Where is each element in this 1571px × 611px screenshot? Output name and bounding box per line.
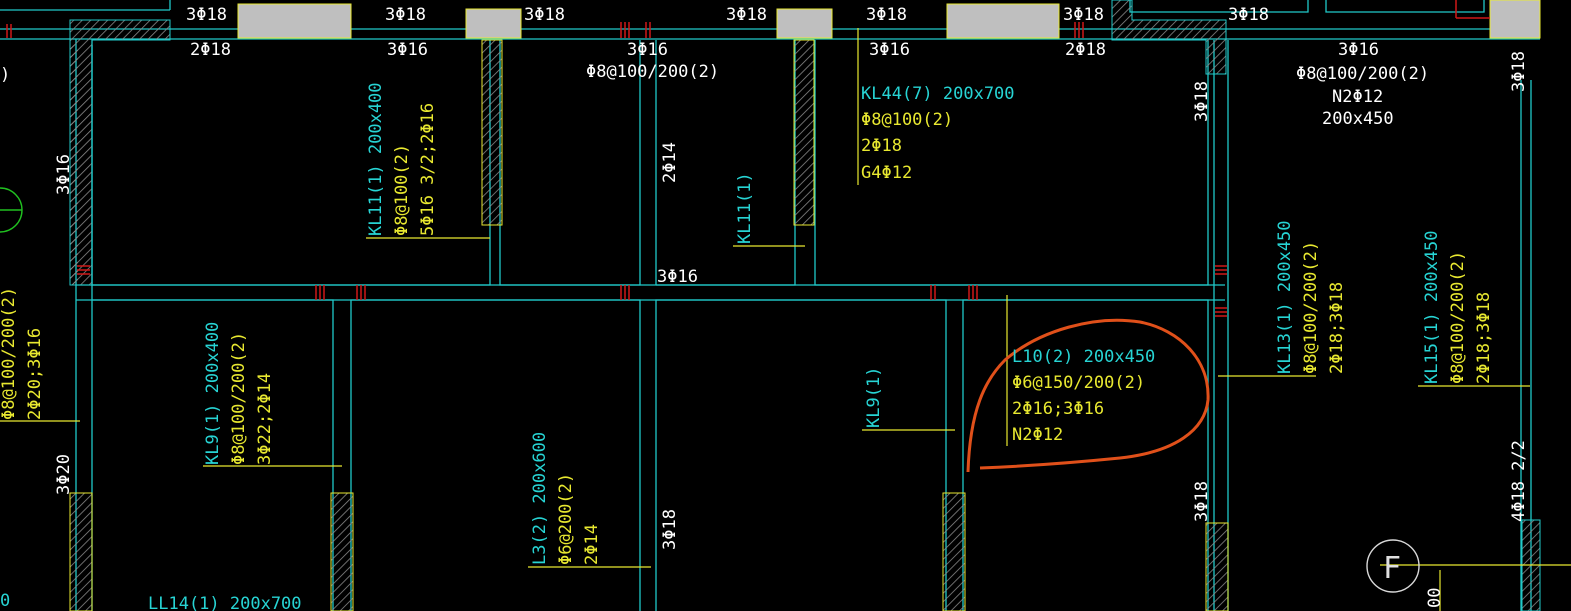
kl15-rebar: 2Φ18;3Φ18 xyxy=(1474,292,1494,384)
l10-side: N2Φ12 xyxy=(1012,425,1063,445)
section-marks xyxy=(6,0,1490,317)
rebar-top-g: 3Φ18 xyxy=(1228,5,1269,25)
v-3phi18-b: 3Φ18 xyxy=(1192,81,1212,122)
kl11-a-stirrup: Φ8@100(2) xyxy=(392,144,412,236)
rebar-top-a: 3Φ18 xyxy=(186,5,227,25)
rebar-second-c: 3Φ16 xyxy=(627,40,668,60)
bottom-right-partial: 00 xyxy=(1425,588,1445,608)
v-3phi18-d: 3Φ18 xyxy=(1509,51,1529,92)
v-3phi18-c: 3Φ18 xyxy=(1192,481,1212,522)
kl44-stirrup: Φ8@100(2) xyxy=(861,110,953,130)
kl13-rebar: 2Φ18;3Φ18 xyxy=(1327,282,1347,374)
grid-label-f: F xyxy=(1383,551,1401,586)
left-partial-rebar: 2Φ20;3Φ16 xyxy=(25,328,45,420)
kl44-side: G4Φ12 xyxy=(861,163,912,183)
rebar-top-c: 3Φ18 xyxy=(524,5,565,25)
rebar-top-e: 3Φ18 xyxy=(866,5,907,25)
right-top-line2: N2Φ12 xyxy=(1332,87,1383,107)
rebar-top-f: 3Φ18 xyxy=(1063,5,1104,25)
kl9-a-stirrup: Φ8@100/200(2) xyxy=(229,332,249,465)
columns xyxy=(237,0,1541,39)
kl9-a-title: KL9(1) 200x400 xyxy=(203,322,223,465)
kl13-title: KL13(1) 200x450 xyxy=(1275,220,1295,374)
rebar-top-b: 3Φ18 xyxy=(385,5,426,25)
rebar-second-a: 2Φ18 xyxy=(190,40,231,60)
left-partial-stirrup: Φ8@100/200(2) xyxy=(0,287,19,420)
stirrup-top-mid: Φ8@100/200(2) xyxy=(586,62,719,82)
kl9-a-rebar: 3Φ22;2Φ14 xyxy=(255,373,275,465)
rebar-second-f: 3Φ16 xyxy=(1338,40,1379,60)
v-3phi18-a: 3Φ18 xyxy=(660,509,680,550)
v-2phi14: 2Φ14 xyxy=(660,142,680,183)
wall-hatch xyxy=(69,0,1541,611)
left-3phi16: 3Φ16 xyxy=(54,154,74,195)
kl15-stirrup: Φ8@100/200(2) xyxy=(1448,251,1468,384)
bottom-left-partial: 0 xyxy=(0,591,10,611)
l3-stirrup: Φ6@200(2) xyxy=(556,473,576,565)
leader-lines xyxy=(0,28,1571,611)
kl13-stirrup: Φ8@100/200(2) xyxy=(1301,241,1321,374)
kl11-a-title: KL11(1) 200x400 xyxy=(366,82,386,236)
kl9-b-title: KL9(1) xyxy=(864,367,884,428)
l3-title: L3(2) 200x600 xyxy=(530,432,550,565)
l10-title: L10(2) 200x450 xyxy=(1012,347,1155,367)
v-right-edge: 4Φ18 2/2 xyxy=(1509,440,1529,522)
rebar-second-d: 3Φ16 xyxy=(869,40,910,60)
right-top-line1: Φ8@100/200(2) xyxy=(1296,64,1429,84)
rebar-second-b: 3Φ16 xyxy=(387,40,428,60)
rebar-second-e: 2Φ18 xyxy=(1065,40,1106,60)
ll14-title: LL14(1) 200x700 xyxy=(148,594,302,611)
grid-bubble-f xyxy=(1366,539,1420,593)
right-top-line3: 200x450 xyxy=(1322,109,1394,129)
kl11-b-title: KL11(1) xyxy=(735,172,755,244)
left-bubble-partial: ) xyxy=(0,65,10,85)
revision-cloud xyxy=(966,318,1210,473)
rebar-top-d: 3Φ18 xyxy=(726,5,767,25)
grid-bubbles xyxy=(0,187,1420,593)
kl11-a-rebar: 5Φ16 3/2;2Φ16 xyxy=(418,103,438,236)
kl44-title: KL44(7) 200x700 xyxy=(861,84,1015,104)
l10-stirrup: Φ6@150/200(2) xyxy=(1012,373,1145,393)
kl15-title: KL15(1) 200x450 xyxy=(1422,230,1442,384)
kl44-rebar: 2Φ18 xyxy=(861,136,902,156)
l3-rebar: 2Φ14 xyxy=(582,524,602,565)
l10-rebar: 2Φ16;3Φ16 xyxy=(1012,399,1104,419)
mid-3phi16: 3Φ16 xyxy=(657,267,698,287)
left-3phi20: 3Φ20 xyxy=(54,454,74,495)
